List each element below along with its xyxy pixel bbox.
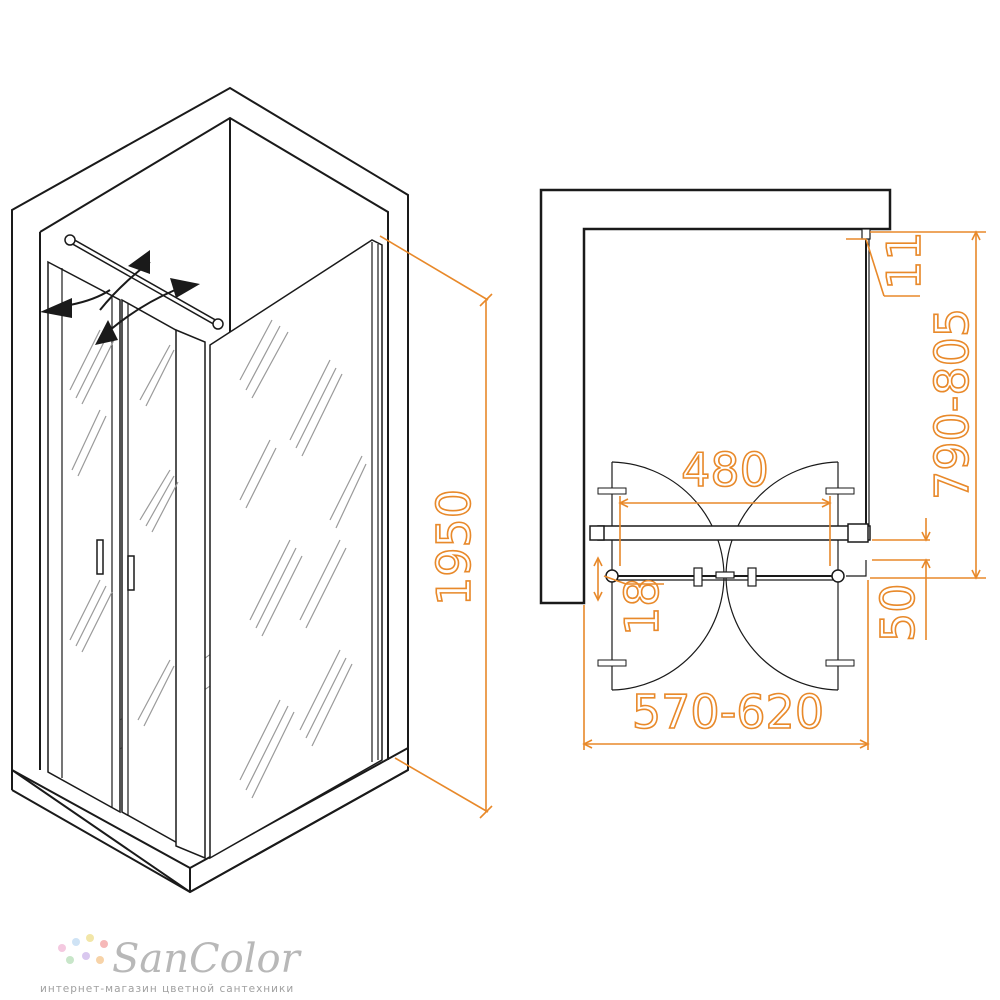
handle-left bbox=[96, 539, 104, 575]
wall-gap-dimension: 11 bbox=[846, 231, 932, 297]
side-depth-dimension: 790-805 bbox=[870, 230, 986, 580]
isometric-view: 1950 bbox=[11, 86, 493, 894]
logo-dots-icon bbox=[58, 934, 108, 964]
profile-depth-dimension: 50 bbox=[870, 518, 931, 643]
logo-name: SanColor bbox=[112, 936, 303, 982]
hinge-brackets bbox=[597, 487, 855, 667]
wall-gap-label: 11 bbox=[877, 231, 931, 290]
sancolor-logo: SanColor интернет-магазин цветной сантех… bbox=[40, 934, 303, 995]
hinge-offset-dimension: 18 bbox=[593, 556, 670, 637]
door-opening-dimension: 480 bbox=[618, 442, 832, 566]
height-label: 1950 bbox=[427, 489, 481, 606]
glass-reflections bbox=[69, 319, 367, 799]
logo-tagline: интернет-магазин цветной сантехники bbox=[40, 983, 294, 995]
front-width-dimension: 570-620 bbox=[582, 580, 870, 750]
hinge-offset-label: 18 bbox=[615, 577, 669, 636]
handle-right bbox=[127, 555, 135, 591]
wall-plan bbox=[539, 188, 892, 605]
side-depth-label: 790-805 bbox=[925, 308, 979, 500]
front-width-label: 570-620 bbox=[632, 685, 824, 739]
profile-depth-label: 50 bbox=[871, 583, 925, 642]
height-dimension: 1950 bbox=[379, 235, 493, 819]
door-opening-label: 480 bbox=[681, 443, 769, 497]
front-door-left bbox=[47, 260, 121, 814]
plan-view: 480 11 790-805 50 bbox=[539, 188, 986, 750]
curved-arrow-icon bbox=[40, 250, 200, 345]
